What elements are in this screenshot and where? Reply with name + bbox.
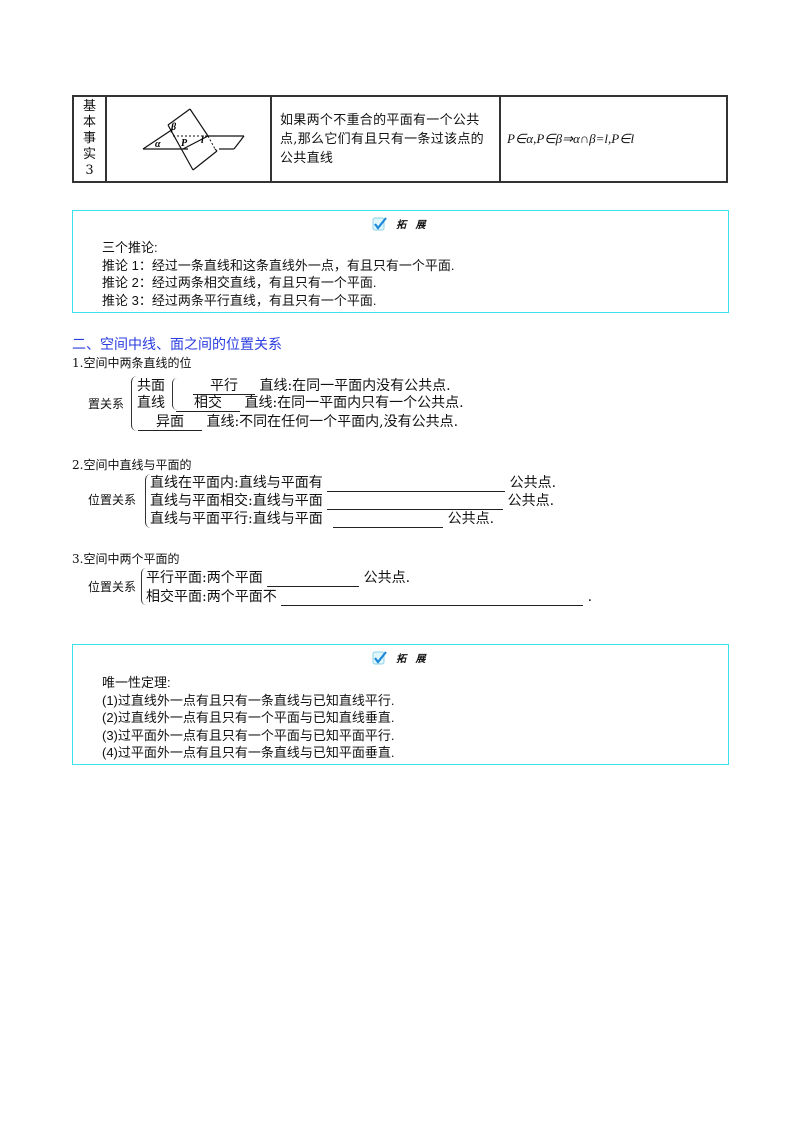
theorem-list: 唯一性定理: (1)过直线外一点有且只有一条直线与已知直线平行. (2)过直线外… xyxy=(102,674,395,762)
beta-label: β xyxy=(170,122,177,133)
relation-text: 直线在平面内:直线与平面有 xyxy=(150,475,323,491)
group-label-bottom: 直线 xyxy=(137,395,165,411)
part1-side-label: 置关系 xyxy=(88,397,125,411)
part3-side-label: 位置关系 xyxy=(88,580,137,594)
group-label-top: 共面 xyxy=(137,378,165,394)
line-relation-intersecting: 相交 直线:在同一平面内只有一个公共点. xyxy=(176,392,464,412)
relation-suffix: 公共点. xyxy=(447,511,495,527)
list-item: 推论 2：经过两条相交直线，有且只有一个平面. xyxy=(102,275,377,290)
label-char: 事 xyxy=(82,131,96,146)
two-planes-intersecting-diagram: α β P l xyxy=(142,108,245,171)
relation-text: 直线:在同一平面内没有公共点. xyxy=(259,378,451,394)
list-item: 推论 1：经过一条直线和这条直线外一点，有且只有一个平面. xyxy=(102,257,455,273)
list-item: (4)过平面外一点有且只有一条直线与已知平面垂直. xyxy=(102,745,395,760)
relation-suffix: . xyxy=(587,589,593,605)
brace xyxy=(131,376,137,431)
line-l-label: l xyxy=(201,135,204,146)
label-char: 实 xyxy=(82,147,96,162)
extension-header: 拓 展 xyxy=(73,215,728,235)
line-plane-intersect: 直线与平面相交:直线与平面 公共点. xyxy=(150,490,554,510)
part1-heading: 1.空间中两条直线的位 xyxy=(72,356,192,370)
relation-text: 直线:在同一平面内只有一个公共点. xyxy=(244,395,464,411)
brace xyxy=(141,568,146,605)
corollary-list: 三个推论: 推论 1：经过一条直线和这条直线外一点，有且只有一个平面. 推论 2… xyxy=(102,239,454,309)
list-item: (3)过平面外一点有且只有一个平面与已知平面平行. xyxy=(102,727,395,743)
part2-side-label: 位置关系 xyxy=(88,493,137,507)
relation-suffix: 公共点. xyxy=(509,475,557,491)
extension-header: 拓 展 xyxy=(73,649,728,669)
part3-heading: 3.空间中两个平面的 xyxy=(72,552,180,566)
checkbox-check-icon xyxy=(372,216,388,232)
relation-text: 直线与平面相交:直线与平面 xyxy=(150,493,323,509)
label-char: 本 xyxy=(82,115,96,130)
label-char: 3 xyxy=(85,163,94,178)
point-p-label: P xyxy=(181,138,188,149)
fact-label: 基 本 事 实 3 xyxy=(72,95,107,183)
answer-blank: 平行 xyxy=(193,379,255,395)
plane-plane-intersect: 相交平面:两个平面不 . xyxy=(146,586,592,606)
section-title: 二、空间中线、面之间的位置关系 xyxy=(72,336,282,352)
line-relation-skew: 异面 直线:不同在任何一个平面内,没有公共点. xyxy=(138,411,458,431)
relation-text: 直线与平面平行:直线与平面 xyxy=(150,511,323,527)
basic-facts-table: 基 本 事 实 3 xyxy=(72,95,728,183)
relation-suffix: 公共点. xyxy=(507,493,555,509)
fact-description: 如果两个不重合的平面有一个公共点,那么它们有且只有一条过该点的公共直线 xyxy=(270,95,501,183)
figure-cell: α β P l xyxy=(105,95,272,183)
relation-text: 相交平面:两个平面不 xyxy=(146,589,277,605)
relation-suffix: 公共点. xyxy=(363,570,411,586)
part2-heading: 2.空间中直线与平面的 xyxy=(72,458,192,472)
relation-text: 直线:不同在任何一个平面内,没有公共点. xyxy=(206,414,459,430)
list-item: 推论 3：经过两条平行直线，有且只有一个平面. xyxy=(102,292,377,308)
list-item: (2)过直线外一点有且只有一个平面与已知直线垂直. xyxy=(102,710,395,725)
line-plane-parallel: 直线与平面平行:直线与平面 公共点. xyxy=(150,508,494,528)
extension-title: 拓 展 xyxy=(396,220,429,232)
inner-brace xyxy=(172,378,177,410)
plane-plane-parallel: 平行平面:两个平面 公共点. xyxy=(146,567,410,587)
relation-text: 平行平面:两个平面 xyxy=(146,570,263,586)
extension-box-corollaries: 拓 展 三个推论: 推论 1：经过一条直线和这条直线外一点，有且只有一个平面. … xyxy=(72,210,729,313)
line-relation-parallel: 平行 直线:在同一平面内没有公共点. xyxy=(193,375,451,395)
list-item: 唯一性定理: xyxy=(102,675,171,690)
answer-blank: 相交 xyxy=(176,396,240,412)
alpha-label: α xyxy=(155,139,161,150)
brace xyxy=(145,474,151,528)
label-char: 基 xyxy=(82,99,96,114)
table-row: 基 本 事 实 3 xyxy=(72,95,728,183)
extension-box-uniqueness: 拓 展 唯一性定理: (1)过直线外一点有且只有一条直线与已知直线平行. (2)… xyxy=(72,644,729,765)
line-plane-in: 直线在平面内:直线与平面有 公共点. xyxy=(150,472,556,492)
checkbox-check-icon xyxy=(372,650,388,666)
list-item: 三个推论: xyxy=(102,240,158,255)
extension-title: 拓 展 xyxy=(396,654,429,666)
fact-formula: P∈α,P∈β⇒α∩β=l,P∈l xyxy=(499,95,728,183)
list-item: (1)过直线外一点有且只有一条直线与已知直线平行. xyxy=(102,692,395,708)
answer-blank: 异面 xyxy=(138,415,202,431)
